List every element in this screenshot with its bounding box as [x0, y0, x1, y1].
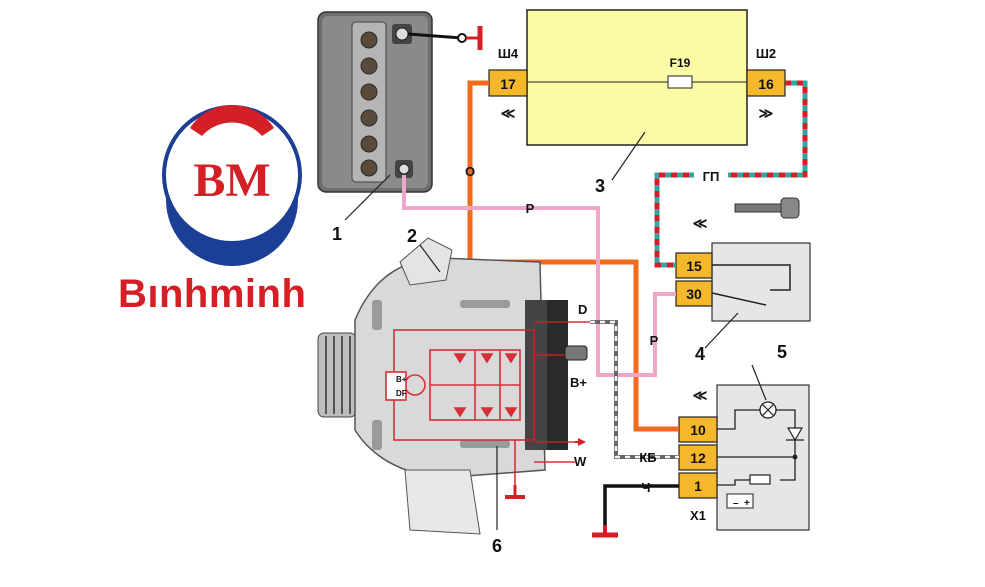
label-1: 1: [332, 224, 342, 244]
alternator: B+ DF D B+ W 2 6: [317, 226, 590, 556]
x1-label: X1: [690, 508, 706, 523]
wire-label-p-right: P: [650, 333, 659, 348]
fuse-f19: [667, 75, 693, 89]
pin-30-label: 30: [686, 286, 702, 302]
connector-right-arrow-icon: ≫: [759, 105, 774, 121]
battery: 1: [317, 11, 483, 244]
fuse-label: F19: [670, 56, 691, 70]
wire-label-kb: КБ: [639, 450, 656, 465]
label-2: 2: [407, 226, 417, 246]
pin-10-label: 10: [690, 422, 706, 438]
wire-label-o: O: [465, 164, 475, 179]
pin-16-label: 16: [758, 76, 774, 92]
logo-text: BM: [193, 154, 270, 207]
label-4: 4: [695, 344, 705, 364]
fuse-box: F19 17 Ш4 ≪ 16 Ш2 ≫ 3: [488, 9, 786, 196]
inner-df-label: DF: [396, 389, 407, 398]
label-6: 6: [492, 536, 502, 556]
connector-right-label: Ш2: [756, 46, 776, 61]
pin-16: [746, 69, 786, 97]
connector-left-label: Ш4: [498, 46, 519, 61]
svg-text:≪: ≪: [693, 387, 708, 403]
label-5: 5: [777, 342, 787, 362]
brand-name: Bınhminh: [118, 272, 307, 316]
battery-symbol-icon: – +: [726, 493, 754, 509]
wire-label-gp: ГП: [703, 169, 720, 184]
regulator-schematic: [385, 321, 590, 485]
terminal-w-label: W: [574, 454, 587, 469]
pin-12-label: 12: [690, 450, 706, 466]
svg-text:≪: ≪: [693, 215, 708, 231]
label-3: 3: [595, 176, 605, 196]
svg-text:+: +: [744, 498, 750, 509]
terminal-bplus-label: B+: [570, 375, 587, 390]
instrument-panel: 10 12 1 X1 ≪ – + 5: [678, 342, 810, 531]
wires: O P P ГП КБ Ч: [402, 80, 808, 538]
pin-17-label: 17: [500, 76, 516, 92]
connector-left-arrow-icon: ≪: [501, 105, 516, 121]
diode-icon: [786, 427, 804, 442]
resistor-icon: [749, 474, 771, 485]
svg-text:–: –: [733, 498, 739, 509]
pin-1-label: 1: [694, 478, 702, 494]
inner-bplus-label: B+: [396, 375, 407, 384]
key-icon: [734, 197, 800, 219]
bm-logo: BM: [162, 105, 302, 266]
terminal-d-label: D: [578, 302, 587, 317]
pin-17: [488, 69, 528, 97]
pin-15-label: 15: [686, 258, 702, 274]
wire-label-ch: Ч: [641, 480, 650, 495]
wire-label-p-top: P: [526, 201, 535, 216]
ignition-switch: 15 30 ≪ 4: [675, 197, 811, 364]
